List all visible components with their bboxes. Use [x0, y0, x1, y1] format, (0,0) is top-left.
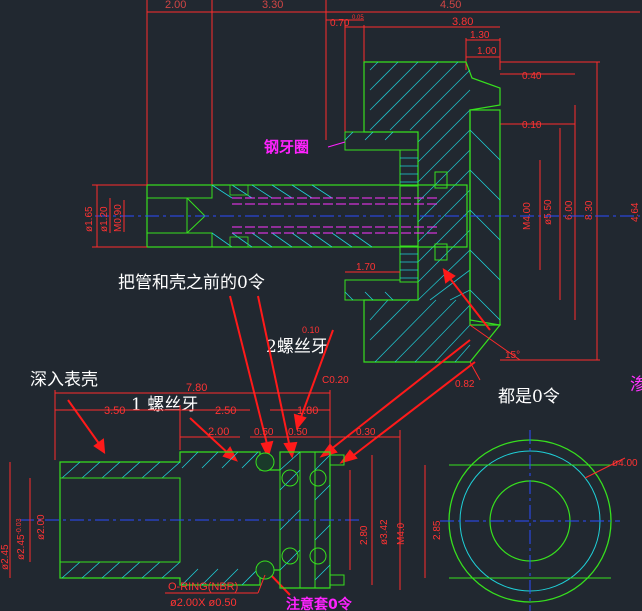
dim-c020: C0.20: [322, 375, 349, 386]
dim-200v: ø2.00: [36, 514, 47, 540]
dim-180: 1.80: [297, 405, 318, 417]
steel-ring: [399, 149, 419, 283]
dim-100: 1.00: [477, 46, 497, 57]
dim-280: 2.80: [359, 525, 370, 545]
dim-464: 4.64: [630, 202, 641, 222]
dim-550: ø5.50: [543, 199, 554, 225]
label-thread-1: 1 螺丝牙: [131, 395, 198, 415]
dim-top-b: 3.30: [262, 0, 283, 11]
dim-030: 0.30: [356, 427, 376, 438]
dim-082: 0.82: [455, 379, 475, 390]
dim-285: 2.85: [432, 520, 443, 540]
end-view: [424, 430, 626, 611]
dim-050: 0.50: [254, 427, 274, 438]
dim-200: 2.00: [208, 426, 229, 438]
right-vertical-dims: [500, 61, 600, 361]
label-zero-gap: 把管和壳之前的0令: [118, 273, 265, 293]
dim-780: 7.80: [186, 382, 207, 394]
bottom-dims: [54, 390, 401, 590]
stem-body: [59, 451, 345, 589]
oring-spec-1: O-RING(NBR): [168, 581, 238, 593]
dim-010b: 0.10: [302, 325, 320, 335]
dim-side: ø2.45: [0, 544, 11, 570]
dim-342: ø3.42: [379, 519, 390, 545]
label-note-oring: 注意套0令: [286, 596, 353, 611]
label-edge-char: 渗: [630, 375, 642, 395]
dim-130: 1.30: [470, 30, 490, 41]
dim-2453: ø2.45-0.03: [16, 518, 27, 560]
label-steel-ring: 钢牙圈: [264, 138, 309, 156]
dim-070: 0.70: [330, 18, 350, 29]
dim-600: 6.00: [564, 200, 575, 220]
dim-050b: 0.50: [288, 427, 308, 438]
dim-top-c: 4.50: [440, 0, 461, 11]
dim-250: 2.50: [215, 405, 236, 417]
dim-010: 0.10: [522, 120, 542, 131]
dim-top-a: 2.00: [165, 0, 186, 11]
dim-350: 3.50: [104, 405, 125, 417]
dim-120: ø1.20: [99, 206, 110, 232]
dim-830: 8.30: [584, 200, 595, 220]
dim-005: 0.05: [352, 15, 364, 21]
label-deep-into-case: 深入表壳: [30, 370, 98, 390]
top-dimension-chain: [146, 0, 640, 190]
oring-spec-2: ø2.00X ø0.50: [170, 597, 237, 609]
dim-m090: M0.90: [113, 204, 124, 232]
dim-040: 0.40: [522, 71, 542, 82]
case-body: [344, 61, 502, 363]
dim-15deg: 15°: [505, 350, 520, 361]
label-all-zero: 都是0令: [498, 387, 560, 407]
dim-170: 1.70: [356, 262, 376, 273]
dim-m4: M4.0: [396, 522, 407, 545]
tube-left-dims: [92, 184, 147, 248]
dim-165: ø1.65: [84, 206, 95, 232]
label-thread-2: 2螺丝牙: [266, 337, 328, 357]
leader-arrows: [67, 268, 491, 596]
dim-400: ø4.00: [612, 458, 638, 469]
dim-380: 3.80: [452, 16, 473, 28]
